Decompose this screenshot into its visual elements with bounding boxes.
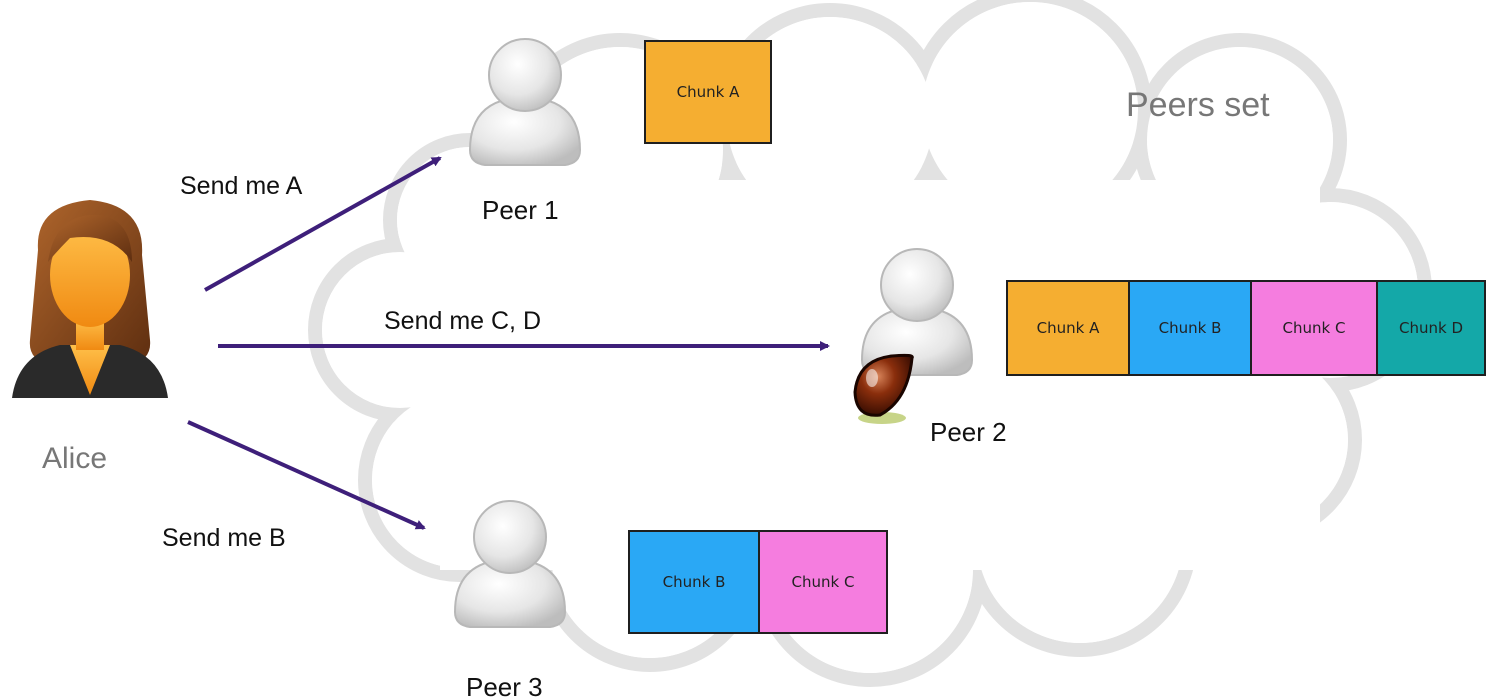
- person-silhouette-icon: [468, 38, 582, 166]
- arrow-to-peer-3: [187, 420, 426, 530]
- chunk-block: Chunk A: [644, 40, 772, 144]
- seed-icon: [853, 353, 914, 424]
- request-label-peer-1: Send me A: [180, 172, 303, 200]
- woman-avatar-icon: [12, 200, 168, 398]
- request-label-peer-2: Send me C, D: [384, 307, 542, 335]
- chunk-block: Chunk C: [1250, 280, 1378, 376]
- request-label-peer-3: Send me B: [162, 524, 286, 552]
- peer-name: Peer 1: [482, 195, 559, 225]
- requester-name: Alice: [42, 442, 108, 475]
- arrow-to-peer-1: [204, 156, 442, 292]
- cloud-title: Peers set: [1126, 86, 1270, 124]
- peer-name: Peer 3: [466, 672, 543, 700]
- chunk-block: Chunk C: [758, 530, 888, 634]
- peer-name: Peer 2: [930, 417, 1007, 447]
- chunk-block: Chunk A: [1006, 280, 1130, 376]
- person-silhouette-icon: [860, 248, 974, 376]
- chunk-block: Chunk B: [628, 530, 760, 634]
- person-silhouette-icon: [453, 500, 567, 628]
- chunk-block: Chunk D: [1376, 280, 1486, 376]
- chunk-block: Chunk B: [1128, 280, 1252, 376]
